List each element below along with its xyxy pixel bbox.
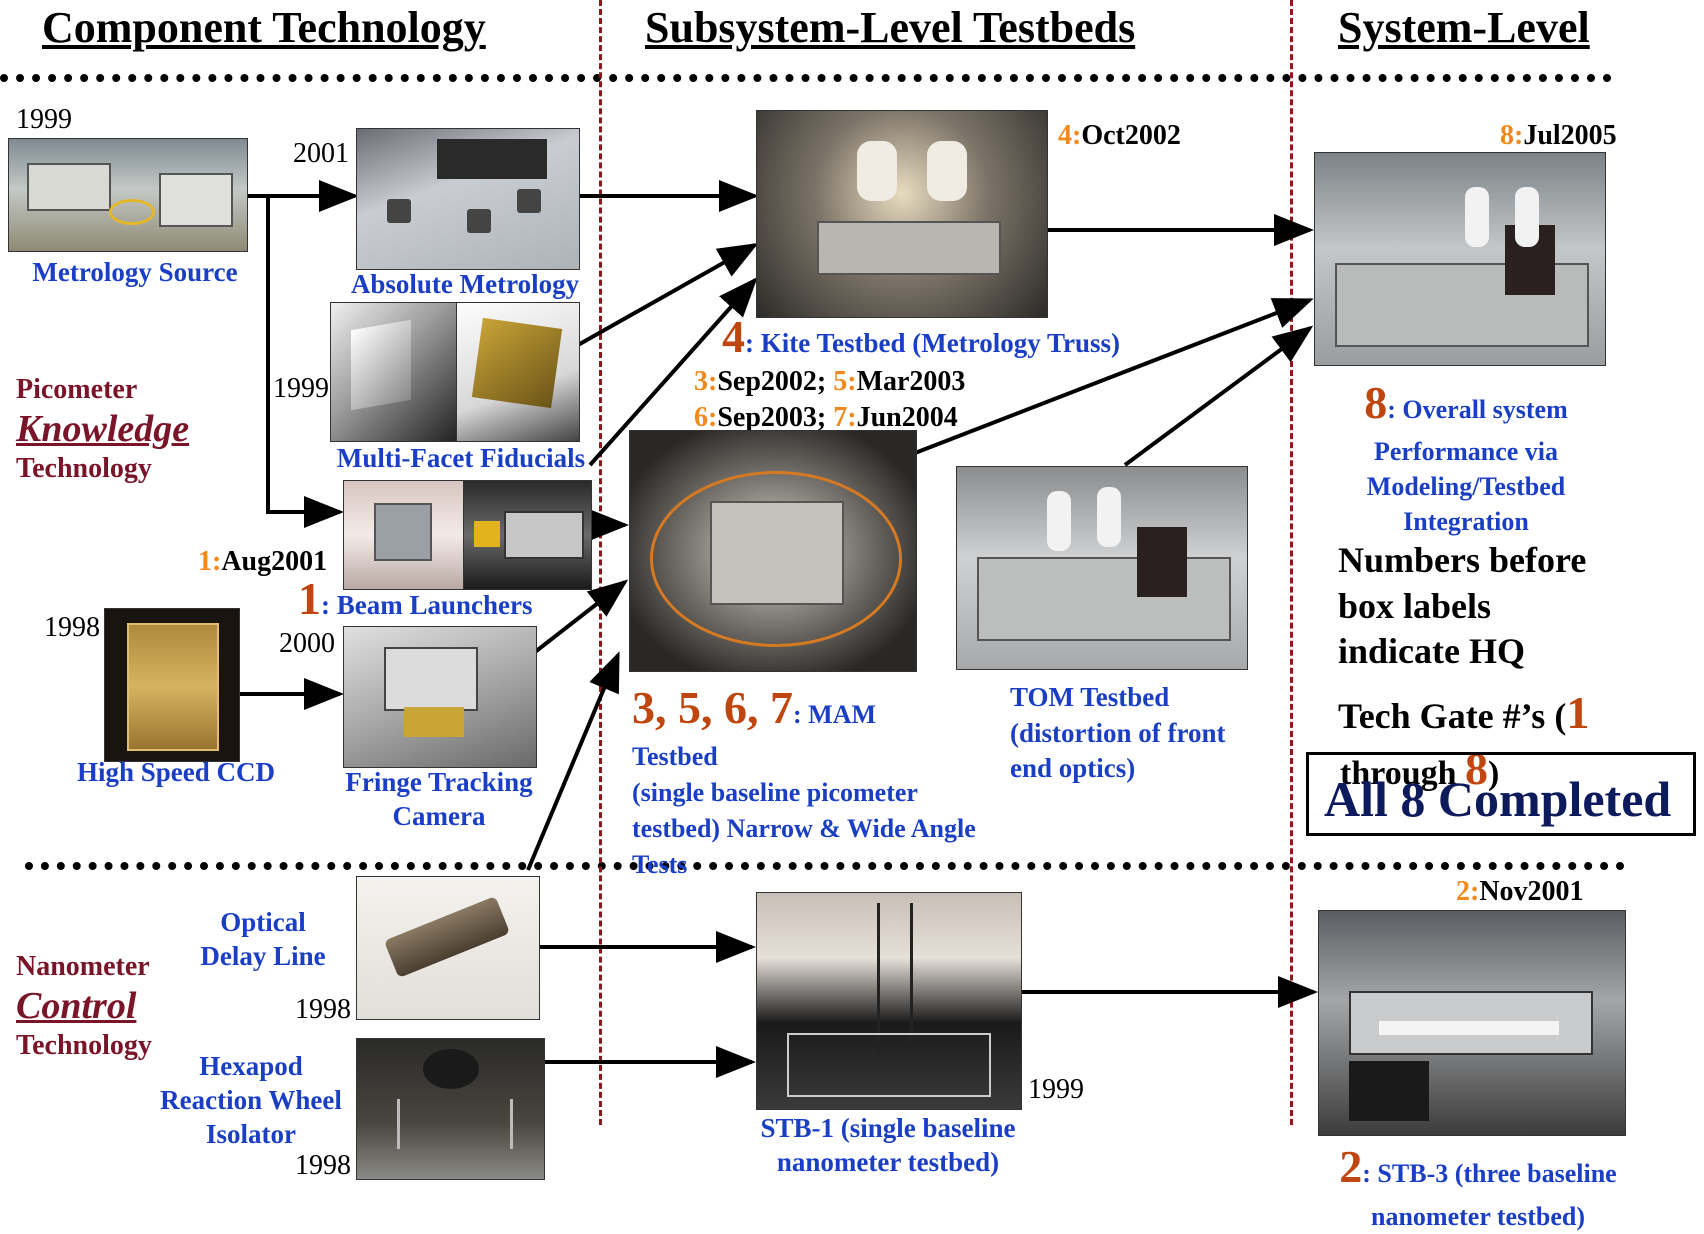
- year-absolute-metrology: 2001: [293, 138, 349, 169]
- year-stb1: 1999: [1028, 1074, 1084, 1105]
- arrow-fringe-to-mam: [533, 579, 629, 654]
- column-divider-2: [1290, 0, 1293, 1125]
- header-subsystem: Subsystem-Level Testbeds: [645, 3, 1136, 52]
- all-completed-box: [1306, 752, 1696, 836]
- metrology-source-label: Metrology Source: [32, 257, 238, 287]
- year-metrology-source: 1999: [16, 104, 72, 135]
- multi-facet-fiducials-photo-1: [330, 302, 458, 442]
- fringe-tracking-camera-label: Fringe Tracking Camera: [345, 767, 533, 831]
- year-ccd: 1998: [44, 612, 100, 643]
- gate-4-date: 4:Oct2002: [1058, 120, 1181, 151]
- middle-divider: [25, 862, 1625, 870]
- multi-facet-fiducials-label: Multi-Facet Fiducials: [336, 443, 586, 473]
- high-speed-ccd-label: High Speed CCD: [76, 757, 276, 787]
- overall-system-label: 8: Overall system Performance via Modeli…: [1364, 377, 1568, 537]
- absolute-metrology-photo: [356, 128, 580, 270]
- year-fringe: 2000: [279, 628, 335, 659]
- stb3-testbed-photo: [1318, 910, 1626, 1136]
- overall-system-photo: [1314, 152, 1606, 366]
- year-hexapod: 1998: [295, 1150, 351, 1181]
- beam-launchers-label: 1: Beam Launchers: [298, 573, 533, 624]
- header-system: System-Level: [1338, 3, 1590, 52]
- optical-delay-line-photo: [356, 876, 540, 1020]
- kite-testbed-label: 4: Kite Testbed (Metrology Truss): [722, 311, 1120, 362]
- top-divider: [0, 74, 1612, 82]
- kite-testbed-photo: [756, 110, 1048, 318]
- arrow-fiducials-to-kite: [577, 243, 759, 347]
- metrology-source-photo: [8, 138, 248, 252]
- gate-3-5-date: 3:Sep2002; 5:Mar2003: [694, 366, 966, 397]
- stb1-testbed-photo: [756, 892, 1022, 1110]
- gate-1-date: 1:Aug2001: [198, 546, 328, 577]
- tom-testbed-photo: [956, 466, 1248, 670]
- optical-delay-line-label: Optical Delay Line: [200, 907, 326, 971]
- hexapod-isolator-label: Hexapod Reaction Wheel Isolator: [160, 1051, 342, 1149]
- tech-gate-note-line2: Tech Gate #’s (1: [1338, 687, 1590, 738]
- year-odl: 1998: [295, 994, 351, 1025]
- gate-2-date: 2:Nov2001: [1456, 876, 1584, 907]
- multi-facet-fiducials-photo-2: [456, 302, 580, 442]
- header-component: Component Technology: [42, 3, 486, 52]
- arrow-launchers-to-kite: [588, 277, 758, 467]
- all-completed-text: All 8 Completed: [1324, 771, 1672, 827]
- arrow-odl-to-mam: [526, 651, 620, 871]
- fringe-tracking-camera-photo: [343, 626, 537, 768]
- stb3-testbed-label: 2: STB-3 (three baseline nanometer testb…: [1339, 1141, 1617, 1231]
- beam-launcher-photo-2: [463, 480, 592, 590]
- mam-testbed-photo: [629, 430, 917, 672]
- arrow-tom-to-overall: [1123, 325, 1314, 467]
- tech-gate-note: Numbers before box labels indicate HQ: [1338, 540, 1587, 672]
- hexapod-isolator-photo: [356, 1038, 545, 1180]
- column-divider-1: [599, 0, 602, 1125]
- arrow-mam-to-overall: [914, 298, 1314, 455]
- tom-testbed-label: TOM Testbed (distortion of front end opt…: [1010, 682, 1226, 784]
- tech-gate-note-line3: through 8): [1340, 743, 1500, 794]
- stb1-testbed-label: STB-1 (single baseline nanometer testbed…: [760, 1113, 1016, 1177]
- gate-8-date: 8:Jul2005: [1500, 120, 1617, 151]
- row-label-picometer: Picometer Knowledge Technology: [16, 374, 190, 485]
- arrow-source-to-launchers: [266, 196, 344, 528]
- high-speed-ccd-photo: [104, 608, 240, 762]
- gate-6-7-date: 6:Sep2003; 7:Jun2004: [694, 402, 958, 433]
- absolute-metrology-label: Absolute Metrology: [350, 269, 580, 299]
- year-multi-facet: 1999: [273, 373, 329, 404]
- row-label-nanometer: Nanometer Control Technology: [16, 951, 152, 1062]
- mam-testbed-label: 3, 5, 6, 7: MAM Testbed (single baseline…: [632, 682, 976, 880]
